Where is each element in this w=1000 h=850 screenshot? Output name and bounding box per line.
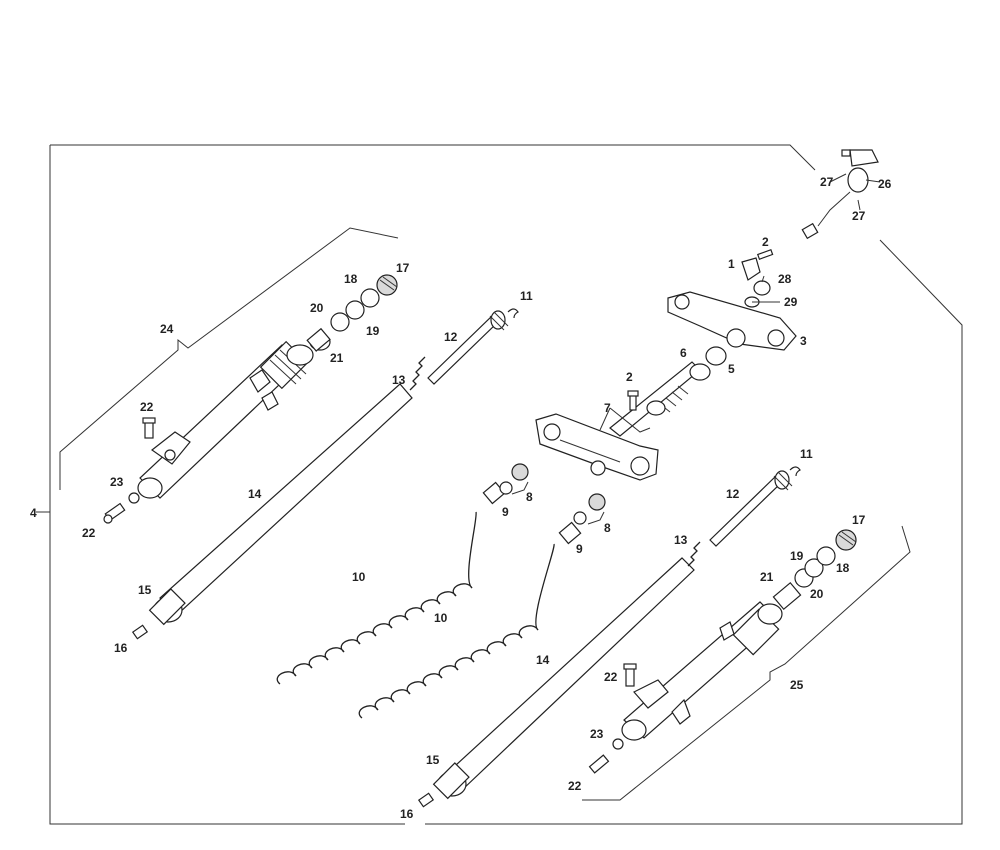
spring-13-a: [409, 356, 426, 391]
callout-22: 22: [82, 526, 96, 540]
callout-9: 9: [576, 542, 583, 556]
callout-13: 13: [674, 533, 688, 547]
bolt-22-a: [142, 417, 156, 439]
plug-16-a: [131, 624, 149, 640]
callout-19: 19: [790, 549, 804, 563]
callout-3: 3: [800, 334, 807, 348]
callout-5: 5: [728, 362, 735, 376]
callout-2: 2: [762, 235, 769, 249]
bearing-6: [689, 363, 711, 381]
bolt-2-b: [627, 390, 639, 411]
callout-21: 21: [330, 351, 344, 365]
callout-22: 22: [568, 779, 582, 793]
callout-27: 27: [820, 175, 834, 189]
callout-17: 17: [396, 261, 410, 275]
callout-25: 25: [790, 678, 804, 692]
assembly-frame: [36, 144, 963, 825]
callout-21: 21: [760, 570, 774, 584]
callout-28: 28: [778, 272, 792, 286]
callout-22: 22: [140, 400, 154, 414]
callout-1: 1: [728, 257, 735, 271]
upper-triple-clamp: [667, 291, 797, 351]
callout-14: 14: [536, 653, 550, 667]
callout-2: 2: [626, 370, 633, 384]
washer-23-a: [128, 492, 140, 504]
callout-22: 22: [604, 670, 618, 684]
bolt-22-b: [103, 502, 126, 524]
callout-8: 8: [526, 490, 533, 504]
brace-8-a: [511, 481, 529, 495]
callout-7: 7: [604, 401, 611, 415]
callout-11: 11: [800, 447, 813, 461]
fork-leg-right: [621, 601, 783, 741]
brace-8-b: [587, 511, 605, 525]
fork-tube-right: [432, 557, 695, 800]
callout-26: 26: [878, 177, 892, 191]
bracket-25: [582, 525, 911, 801]
callout-19: 19: [366, 324, 380, 338]
bush-set-lower: [558, 493, 606, 545]
callout-24: 24: [160, 322, 174, 336]
cap-28: [753, 280, 771, 296]
callout-9: 9: [502, 505, 509, 519]
callout-12: 12: [726, 487, 740, 501]
callout-15: 15: [138, 583, 152, 597]
callout-18: 18: [344, 272, 358, 286]
ring-5: [705, 346, 727, 366]
seals-left: [306, 274, 398, 352]
callout-16: 16: [114, 641, 128, 655]
callout-8: 8: [604, 521, 611, 535]
callout-20: 20: [810, 587, 824, 601]
callout-29: 29: [784, 295, 798, 309]
callout-14: 14: [248, 487, 262, 501]
callout-17: 17: [852, 513, 866, 527]
lower-triple-clamp: [535, 413, 659, 481]
callout-10: 10: [352, 570, 366, 584]
bolt-2-a: [756, 248, 774, 260]
callout-20: 20: [310, 301, 324, 315]
callout-15: 15: [426, 753, 440, 767]
clamp-1: [741, 257, 761, 281]
spring-10-b: [358, 543, 555, 719]
damper-rod-left: [427, 308, 519, 385]
spring-10-a: [276, 511, 477, 685]
callout-27: 27: [852, 209, 866, 223]
seals-right: [772, 529, 857, 611]
callout-12: 12: [444, 330, 458, 344]
callout-23: 23: [590, 727, 604, 741]
plug-16-b: [417, 792, 435, 808]
spring-13-b: [687, 541, 701, 567]
bolt-22-c: [623, 663, 637, 687]
bolt-22-d: [588, 754, 610, 774]
steering-stem: [609, 361, 701, 437]
leader-lines: [599, 173, 881, 433]
ignition-switch: [801, 149, 879, 240]
callout-13: 13: [392, 373, 406, 387]
callout-4: 4: [30, 506, 37, 520]
callout-23: 23: [110, 475, 124, 489]
callout-16: 16: [400, 807, 414, 821]
washer-23-b: [612, 738, 624, 750]
damper-rod-right: [709, 466, 801, 547]
callout-10: 10: [434, 611, 448, 625]
fork-leg-left: [137, 340, 314, 499]
callout-18: 18: [836, 561, 850, 575]
callout-11: 11: [520, 289, 533, 303]
fork-tube-left: [148, 383, 413, 626]
bracket-24: [59, 227, 399, 490]
bush-set-upper: [482, 463, 529, 505]
callout-6: 6: [680, 346, 687, 360]
